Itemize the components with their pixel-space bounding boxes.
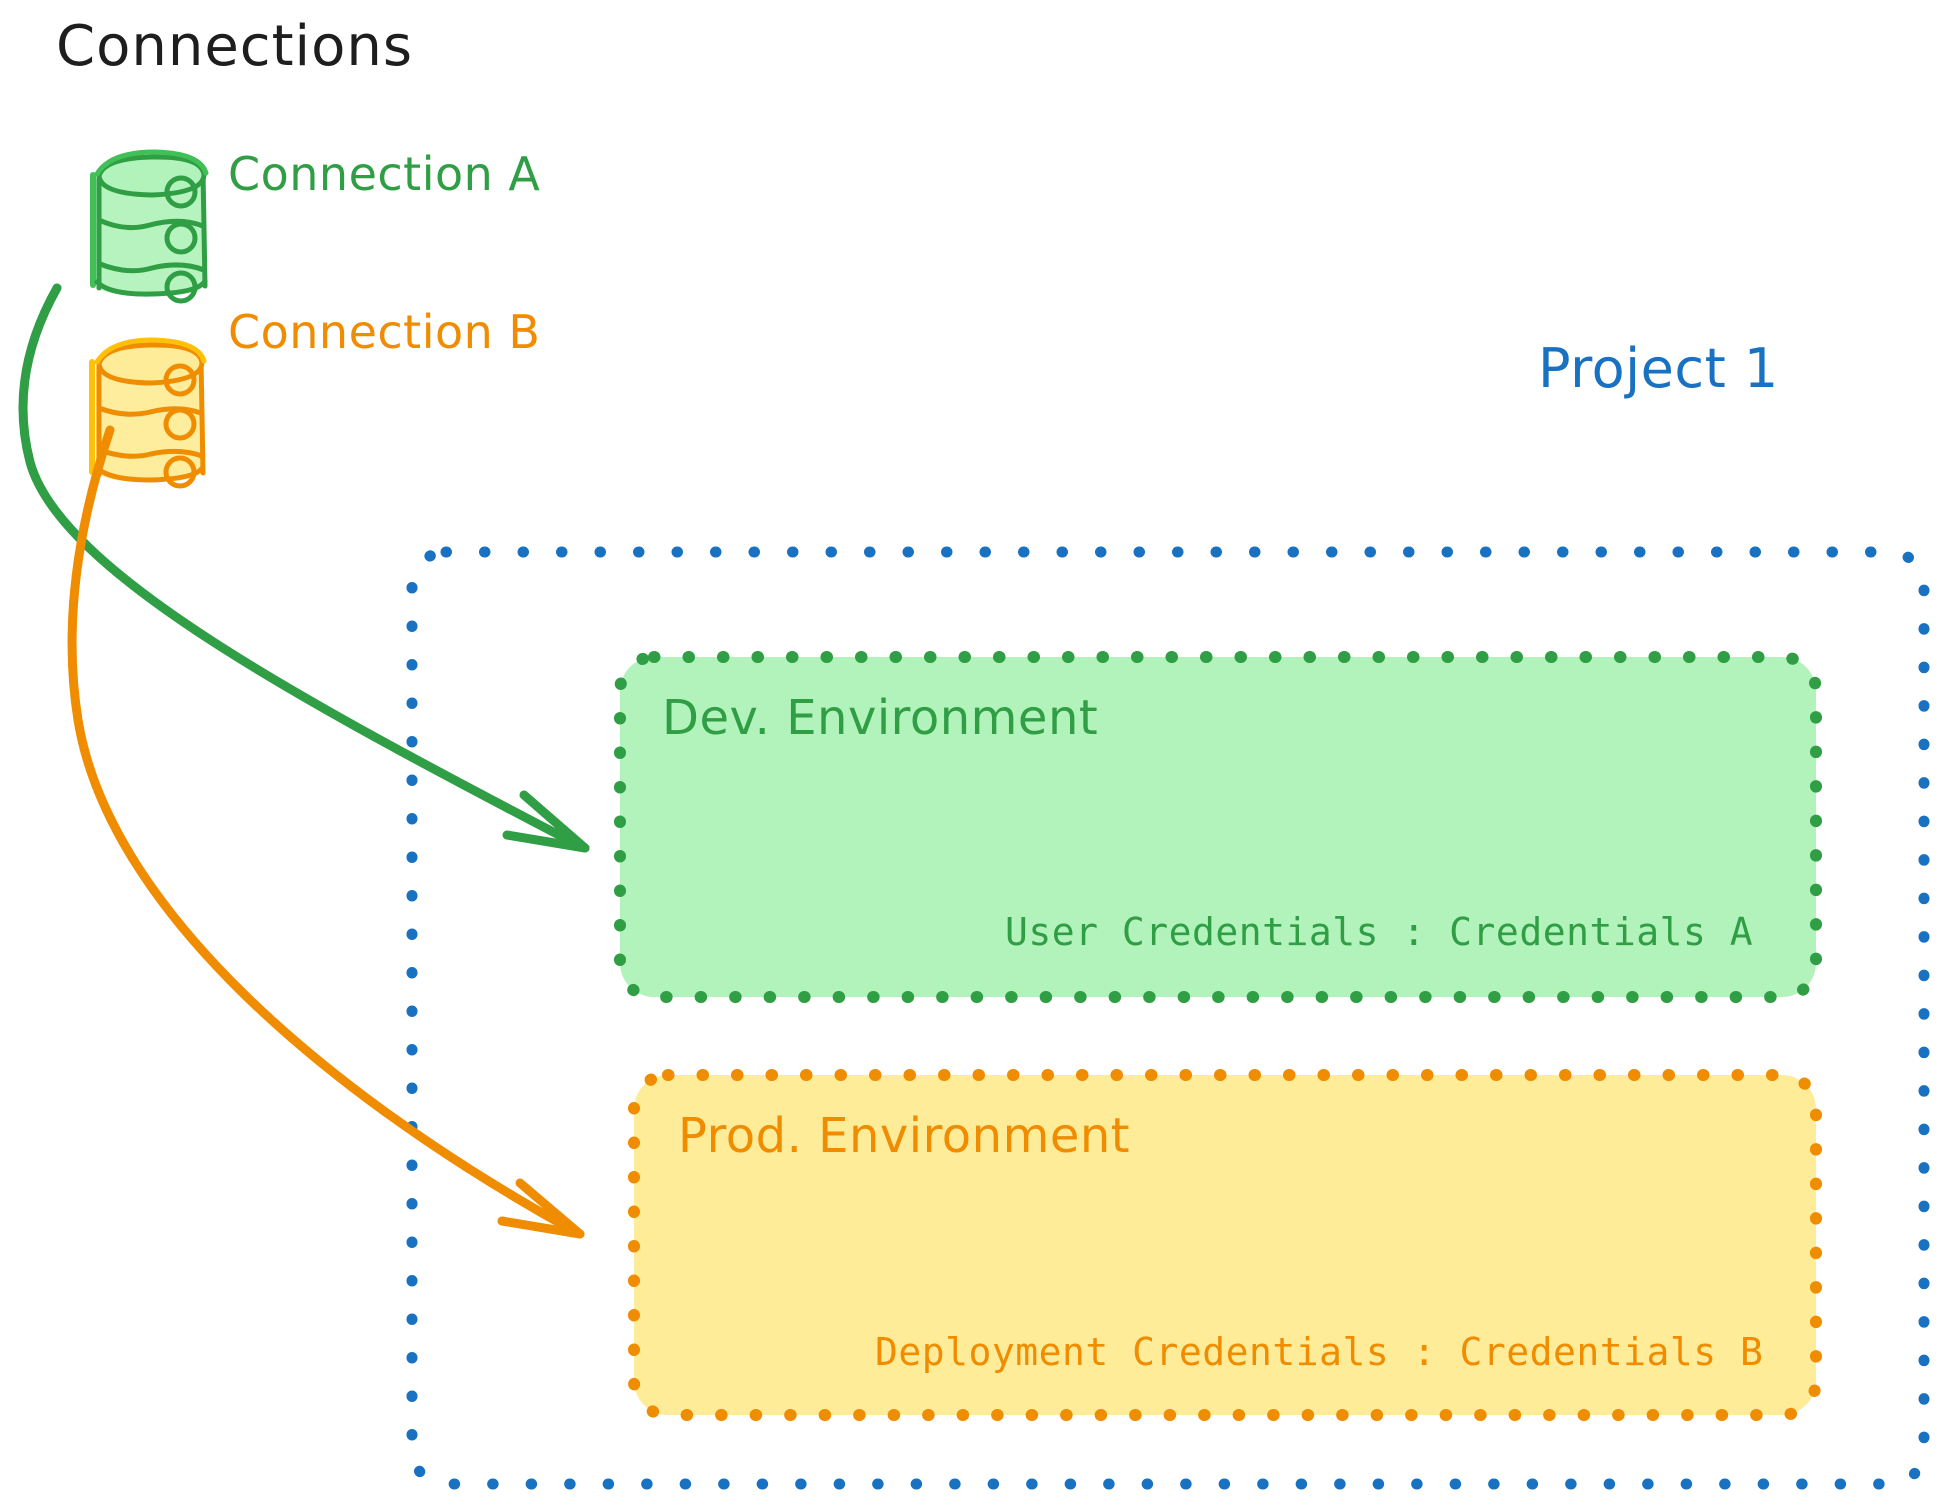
connection-a-label[interactable]: Connection A [228, 147, 541, 201]
dev-environment-box[interactable] [614, 651, 1822, 1003]
page-title: Connections [56, 14, 414, 79]
connection-b-label[interactable]: Connection B [228, 305, 541, 359]
dev-environment-credentials: User Credentials : Credentials A [1005, 910, 1754, 954]
prod-environment-title: Prod. Environment [678, 1108, 1131, 1164]
project-1-label: Project 1 [1538, 337, 1779, 400]
project-1-container[interactable] [406, 546, 1930, 1490]
arrow-connection-a-to-dev [18, 283, 590, 853]
prod-environment-box[interactable] [628, 1069, 1822, 1421]
database-cylinder-icon-connection-a[interactable] [90, 149, 209, 304]
prod-environment-credentials: Deployment Credentials : Credentials B [875, 1330, 1764, 1374]
database-cylinder-icon-connection-b[interactable] [89, 337, 207, 489]
dev-environment-title: Dev. Environment [662, 690, 1099, 746]
arrow-connection-b-to-prod [67, 425, 585, 1239]
